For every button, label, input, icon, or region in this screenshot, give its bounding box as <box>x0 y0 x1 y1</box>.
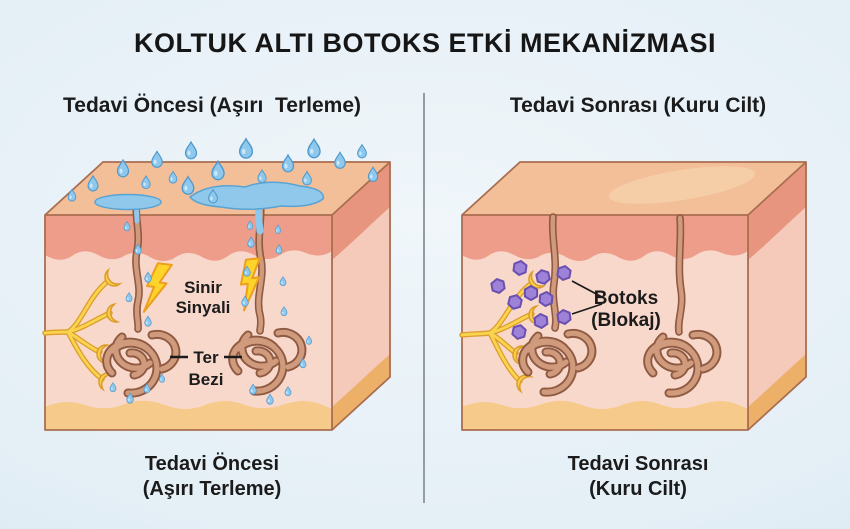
fat-layer <box>45 400 332 430</box>
epidermis-side <box>748 162 806 260</box>
epidermis-side <box>332 162 390 260</box>
sweat-drop-icon <box>281 154 295 173</box>
nerve-fibers <box>42 269 121 391</box>
pointer-line <box>571 303 603 315</box>
panel-divider <box>423 93 425 503</box>
skin-block-outline <box>461 161 807 431</box>
skin-surface-highlight <box>608 166 756 204</box>
before-skin-illustration: Sinir Sinyali Ter Bezi <box>42 138 391 431</box>
sweat-duct <box>548 213 686 336</box>
nerve-signal-label: Sinir Sinyali <box>176 278 231 317</box>
sweat-drop-icon <box>184 141 198 160</box>
botox-molecule-icon <box>538 290 554 308</box>
botox-label-line2: (Blokaj) <box>591 310 661 331</box>
nerve-fibers <box>459 271 545 393</box>
botox-molecule-icon <box>523 285 539 301</box>
sweat-gland-label: Ter Bezi <box>170 348 242 389</box>
sweat-drop-icon <box>151 150 163 168</box>
sweat-puddle <box>94 181 325 235</box>
sweat-gland-label-line2: Bezi <box>189 370 224 389</box>
after-caption-line2: (Kuru Cilt) <box>589 477 687 500</box>
sweat-drop-icon <box>334 151 346 169</box>
sweat-drop-icon <box>357 144 367 159</box>
after-panel-header: Tedavi Sonrası (Kuru Cilt) <box>509 94 767 117</box>
fat-side <box>332 354 390 430</box>
nerve-signal-label-line1: Sinir <box>184 278 222 297</box>
before-caption-line2: (Aşırı Terleme) <box>142 477 282 500</box>
sweat-drop-icon <box>238 138 254 159</box>
botox-label: Botoks (Blokaj) <box>571 280 661 331</box>
sweat-drop-icon <box>307 138 321 159</box>
before-caption-line1: Tedavi Öncesi <box>144 453 280 475</box>
after-caption-line1: Tedavi Sonrası <box>567 453 709 475</box>
nerve-signal-label-line2: Sinyali <box>176 298 231 317</box>
botox-label-line1: Botoks <box>594 288 658 309</box>
sweat-gland-label-line1: Ter <box>193 348 219 367</box>
pointer-line <box>571 280 603 298</box>
fat-layer <box>462 400 748 430</box>
after-skin-illustration: Botoks (Blokaj) <box>459 161 807 431</box>
before-caption: Tedavi Öncesi (Aşırı Terleme) <box>0 452 424 502</box>
botox-molecule-icon <box>533 312 549 330</box>
after-caption: Tedavi Sonrası (Kuru Cilt) <box>426 452 850 502</box>
before-panel-header: Tedavi Öncesi (Aşırı Terleme) <box>63 94 361 117</box>
infographic-title: KOLTUK ALTI BOTOKS ETKİ MEKANİZMASI <box>134 28 716 58</box>
fat-side <box>748 354 806 430</box>
